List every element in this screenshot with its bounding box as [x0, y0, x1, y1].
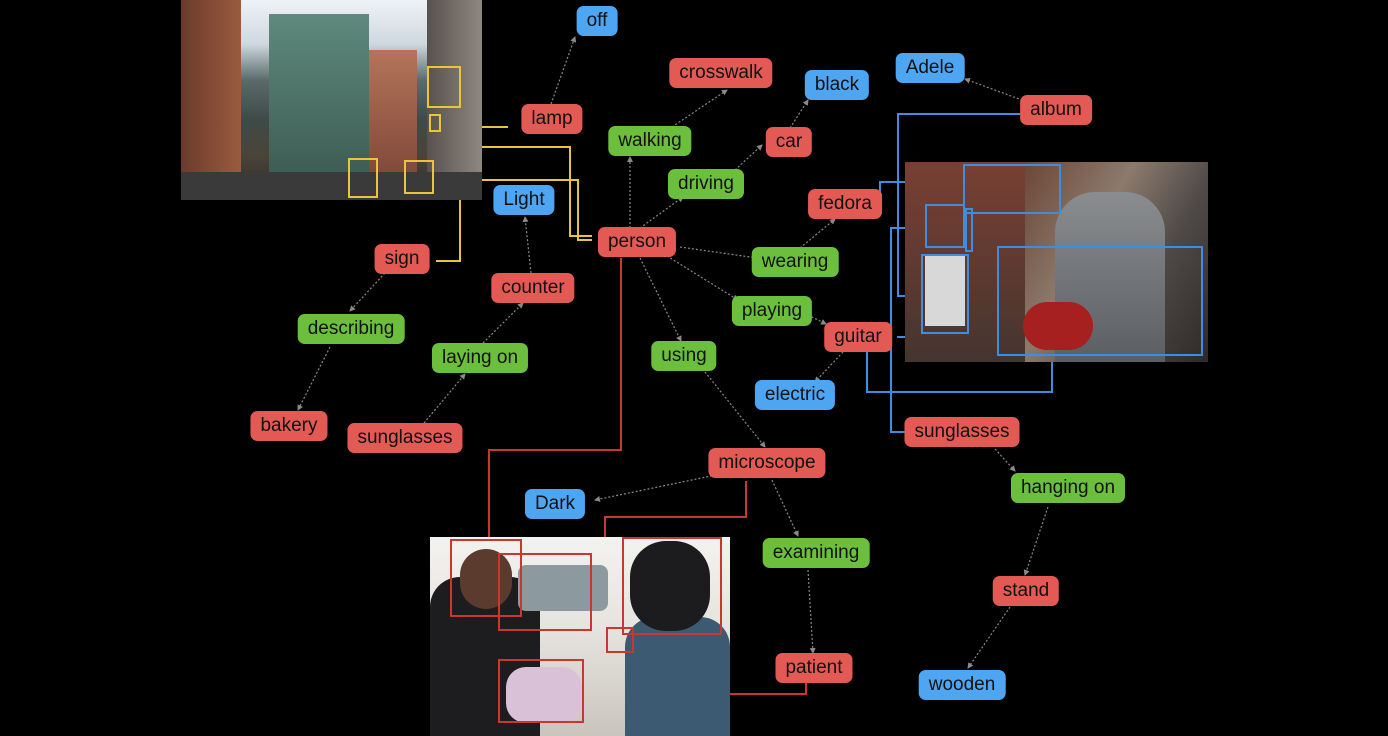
album-cover: [925, 256, 965, 326]
edge-hangingon-stand: [1023, 506, 1049, 576]
edge-wearing-fedora: [799, 218, 836, 249]
edge-playing-guitar: [807, 314, 827, 325]
node-wooden: wooden: [918, 670, 1006, 700]
edge-sunglasses-hangingon: [994, 448, 1016, 472]
edge-sunglasses-layingon: [423, 373, 466, 424]
edge-lamp-off: [550, 36, 577, 105]
bbox-sign: [427, 66, 461, 108]
link-person-dentist: [488, 258, 622, 538]
node-adele: Adele: [895, 53, 965, 83]
edge-stand-wooden: [967, 606, 1011, 669]
edge-sign-describing: [349, 272, 386, 312]
edge-driving-car: [734, 144, 763, 171]
microscope-arm: [518, 565, 608, 611]
node-stand: stand: [992, 576, 1060, 606]
link-microscope: [604, 481, 747, 555]
node-playing: playing: [731, 296, 813, 326]
node-walking: walking: [608, 126, 692, 156]
node-off: off: [576, 6, 618, 36]
node-patient: patient: [775, 653, 853, 683]
edge-walking-crosswalk: [671, 89, 728, 128]
edge-examining-patient: [807, 569, 816, 654]
node-crosswalk: crosswalk: [669, 58, 773, 88]
node-sunglasses-left: sunglasses: [347, 423, 463, 453]
node-driving: driving: [668, 169, 744, 199]
node-guitar: guitar: [824, 322, 892, 352]
node-black: black: [804, 70, 870, 100]
dentist-head: [460, 549, 512, 609]
edge-person-wearing: [679, 246, 758, 261]
node-album: album: [1020, 95, 1092, 125]
guitar-body: [1023, 302, 1093, 350]
edge-layingon-counter: [482, 302, 524, 344]
building-center: [269, 14, 369, 182]
edge-describing-bakery: [297, 346, 331, 411]
bbox-person: [348, 158, 378, 198]
node-wearing: wearing: [751, 247, 839, 277]
node-light: Light: [493, 185, 555, 215]
bbox-microscope: [498, 553, 592, 631]
edge-album-adele: [964, 77, 1031, 104]
node-laying-on: laying on: [431, 343, 529, 373]
bbox-guitar: [997, 246, 1203, 356]
bbox-woman: [965, 208, 973, 252]
building-left: [181, 0, 241, 200]
node-bakery: bakery: [250, 411, 328, 441]
node-car: car: [765, 127, 813, 157]
edge-car-black: [789, 99, 809, 129]
dentist-microscope-photo: [430, 537, 730, 736]
edge-person-playing: [666, 255, 739, 301]
patient-area: [506, 667, 582, 723]
node-hanging-on: hanging on: [1010, 473, 1126, 503]
bbox-fedora: [963, 164, 1061, 214]
edge-person-driving: [639, 196, 684, 229]
street: [181, 172, 482, 200]
bbox-sunglasses: [925, 204, 965, 248]
link-person-2: [440, 179, 592, 241]
node-sign: sign: [374, 244, 430, 274]
guitarist-photo: [905, 162, 1208, 362]
node-lamp: lamp: [521, 104, 583, 134]
node-describing: describing: [297, 314, 405, 344]
bbox-patient: [498, 659, 584, 723]
node-fedora: fedora: [808, 189, 882, 219]
node-microscope: microscope: [708, 448, 826, 478]
bbox-dentist: [450, 539, 522, 617]
node-electric: electric: [754, 380, 836, 410]
node-dark: Dark: [524, 489, 586, 519]
bbox-tool: [606, 627, 634, 653]
edge-microscope-dark: [594, 474, 717, 502]
node-sunglasses-right: sunglasses: [904, 417, 1020, 447]
bbox-lamp: [429, 114, 441, 132]
link-person-1: [440, 146, 592, 237]
edge-guitar-electric: [814, 351, 844, 383]
node-counter: counter: [491, 273, 575, 303]
bbox-car: [404, 160, 434, 194]
edge-counter-light: [522, 216, 532, 274]
edge-person-using: [639, 257, 682, 342]
bbox-album: [921, 254, 969, 334]
edge-microscope-examining: [771, 479, 799, 537]
assistant-body: [625, 617, 730, 736]
bbox-assistant: [622, 537, 722, 635]
node-person: person: [597, 227, 677, 257]
assistant-head: [630, 541, 710, 631]
edge-using-microscope: [704, 371, 766, 448]
link-guitar-bottom: [866, 350, 1053, 393]
node-examining: examining: [762, 538, 870, 568]
node-using: using: [651, 341, 717, 371]
building-right: [427, 0, 482, 200]
street-scene-photo: [181, 0, 482, 200]
